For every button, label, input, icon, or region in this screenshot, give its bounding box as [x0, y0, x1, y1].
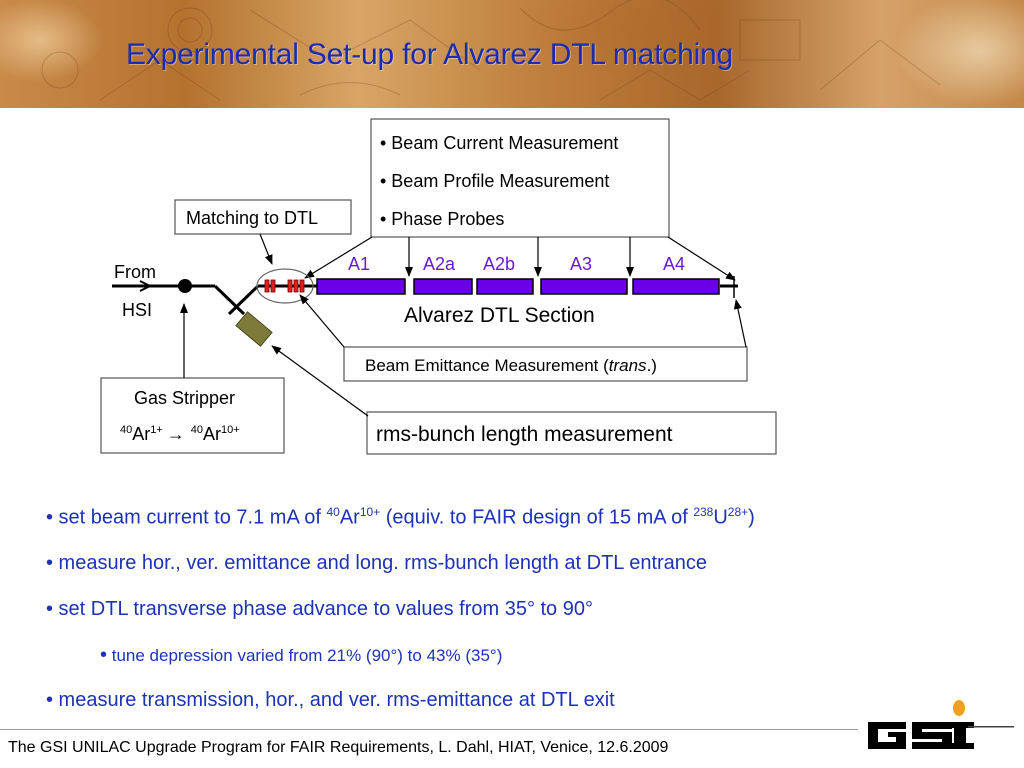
bullet-item: • measure hor., ver. emittance and long.…	[46, 552, 708, 574]
measurement-box: • Beam Current Measurement • Beam Profil…	[370, 118, 670, 238]
hsi-label: HSI	[122, 300, 152, 320]
dtl-tanks	[316, 278, 720, 295]
measurement-item: • Phase Probes	[380, 209, 504, 229]
matching-quadrupoles	[264, 279, 305, 293]
sub-bullet-item: • tune depression varied from 21% (90°) …	[100, 644, 503, 666]
junction-dot	[178, 279, 192, 293]
tank-label: A1	[348, 254, 370, 274]
stripper-element	[235, 311, 273, 347]
footer-divider	[0, 729, 858, 730]
tank-label: A2a	[423, 254, 456, 274]
gsi-logo	[868, 700, 1014, 749]
emittance-box: Beam Emittance Measurement (trans.)	[343, 346, 748, 382]
gas-stripper-box: Gas Stripper 40Ar1+→40Ar10+	[100, 377, 285, 454]
from-label: From	[114, 262, 156, 282]
bullet-item: • set DTL transverse phase advance to va…	[46, 598, 593, 620]
setup-diagram: • Beam Current Measurement • Beam Profil…	[100, 118, 777, 455]
matching-label: Matching to DTL	[186, 208, 318, 228]
rms-box: rms-bunch length measurement	[366, 411, 777, 455]
bullet-item: • measure transmission, hor., and ver. r…	[46, 689, 615, 711]
rms-label: rms-bunch length measurement	[376, 423, 673, 446]
tank-a2b	[476, 278, 534, 295]
stripper-title: Gas Stripper	[134, 388, 235, 408]
section-label: Alvarez DTL Section	[404, 304, 595, 327]
matching-section-highlight	[256, 268, 314, 304]
stripper-reaction: 40Ar1+→40Ar10+	[120, 424, 240, 444]
logo-underline	[968, 726, 1014, 728]
tank-a1	[316, 278, 406, 295]
tank-label: A3	[570, 254, 592, 274]
logo-dot-icon	[953, 700, 965, 716]
footer-text: The GSI UNILAC Upgrade Program for FAIR …	[8, 739, 669, 756]
tank-a4	[632, 278, 720, 295]
tank-a3	[540, 278, 628, 295]
rms-arrow	[271, 345, 369, 417]
measurement-item: • Beam Current Measurement	[380, 133, 618, 153]
emittance-arrow-in	[299, 294, 345, 348]
tank-label: A4	[663, 254, 685, 274]
measurement-arrows	[304, 236, 736, 281]
header-banner: Experimental Set-up for Alvarez DTL matc…	[0, 0, 1024, 108]
tank-a2a	[413, 278, 473, 295]
banner-texture	[41, 0, 941, 101]
bullet-item: • set beam current to 7.1 mA of 40Ar10+ …	[46, 505, 755, 529]
beam-entry-arrow	[139, 280, 153, 292]
emittance-arrow-out	[733, 299, 747, 348]
tank-label: A2b	[483, 254, 515, 274]
measurement-item: • Beam Profile Measurement	[380, 171, 609, 191]
page-title: Experimental Set-up for Alvarez DTL matc…	[126, 38, 734, 71]
matching-box: Matching to DTL	[174, 199, 352, 265]
emittance-label: Beam Emittance Measurement (trans.)	[365, 356, 657, 375]
